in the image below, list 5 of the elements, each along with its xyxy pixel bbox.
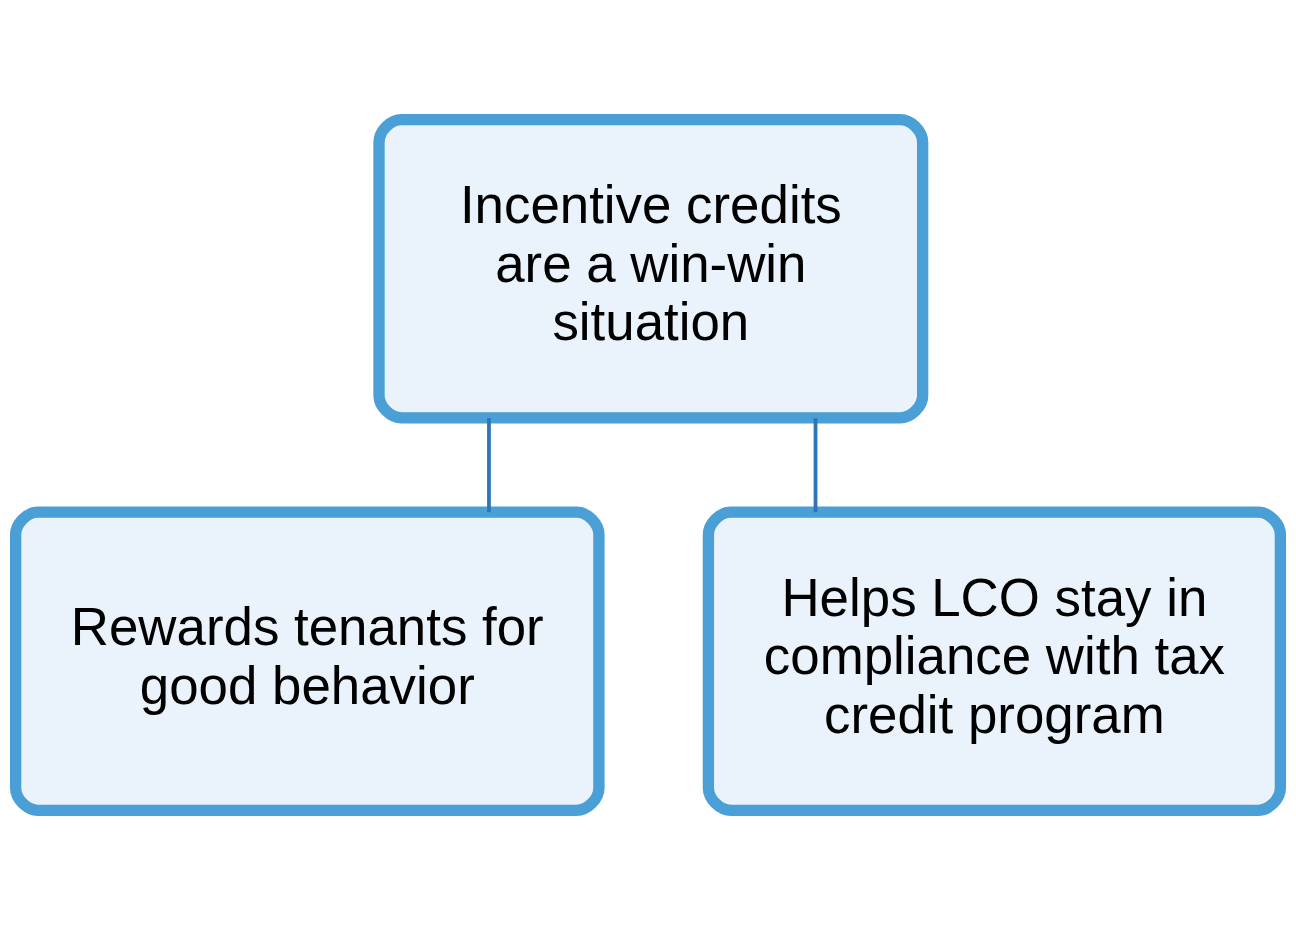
node-box: Rewards tenants for good behavior <box>9 506 605 817</box>
node-box: Helps LCO stay in compliance with tax credit program <box>702 506 1287 817</box>
connector <box>487 418 491 513</box>
connector <box>813 418 818 513</box>
node-box: Incentive credits are a win-win situation <box>373 113 929 424</box>
